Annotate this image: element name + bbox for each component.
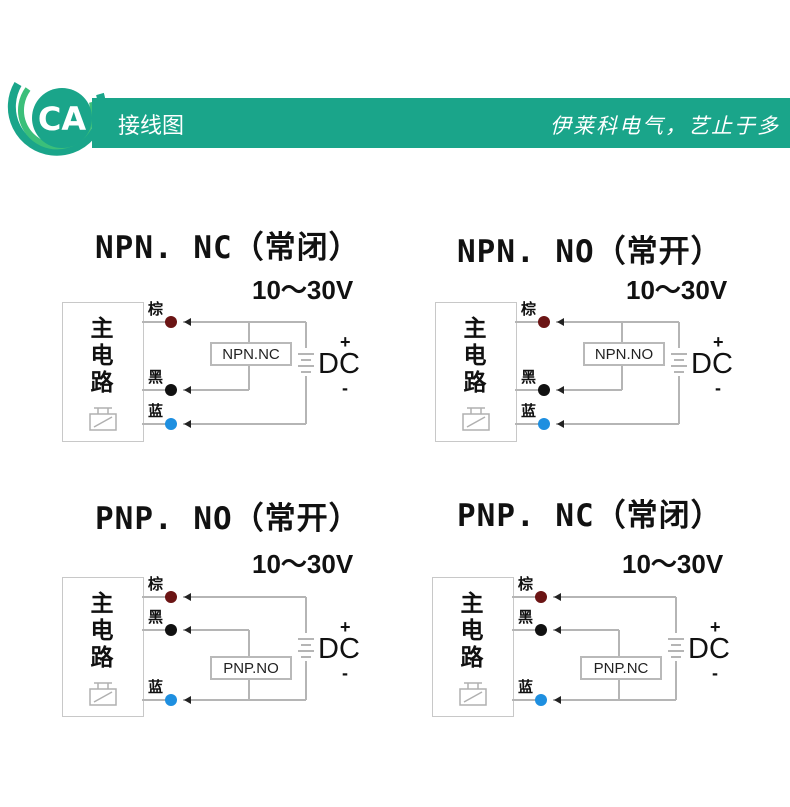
voltage-label: 10～30V (252, 549, 354, 579)
relay-coil-icon (466, 416, 486, 428)
main-circuit-box (432, 577, 514, 717)
wire-color-label: 蓝 (148, 678, 164, 696)
slogan: 伊莱科电气，艺止于多 (550, 114, 780, 138)
arrow-head (554, 593, 561, 601)
wire-color-label: 黑 (148, 608, 164, 626)
wire-color-label: 黑 (521, 368, 537, 386)
relay-coil-icon (89, 688, 117, 706)
sensor-output-box: NPN.NC (210, 342, 292, 366)
page-title: 接线图 (118, 114, 185, 139)
main-circuit-label-char: 主 (90, 591, 114, 617)
arrow-head (184, 626, 191, 634)
blue-terminal-dot (538, 418, 550, 430)
plus-sign: + (340, 332, 351, 352)
main-circuit-label-char: 主 (463, 316, 487, 342)
wire-color-label: 黑 (148, 368, 164, 386)
diagram-title: NPN. NO（常开） (457, 234, 723, 270)
minus-sign: - (342, 663, 348, 683)
minus-sign: - (342, 378, 348, 398)
plus-sign: + (710, 617, 721, 637)
main-circuit-label-char: 电 (463, 343, 487, 369)
relay-coil-icon (463, 691, 483, 703)
plus-sign: + (713, 332, 724, 352)
banner-bar (92, 98, 790, 148)
wire-color-label: 棕 (148, 575, 164, 593)
arrow-head (554, 626, 561, 634)
voltage-label: 10～30V (252, 275, 354, 305)
dc-label: DC (318, 633, 360, 665)
relay-coil-icon (459, 688, 487, 706)
main-circuit-label-char: 路 (90, 645, 114, 671)
sensor-output-box: NPN.NO (583, 342, 665, 366)
main-circuit-label-char: 路 (460, 645, 484, 671)
main-circuit-label-char: 主 (460, 591, 484, 617)
sensor-output-box: PNP.NO (210, 656, 292, 680)
black-terminal-dot (538, 384, 550, 396)
black-terminal-dot (165, 624, 177, 636)
arrow-head (557, 420, 564, 428)
main-circuit-label-char: 路 (90, 370, 114, 396)
blue-terminal-dot (165, 694, 177, 706)
arrow-head (184, 386, 191, 394)
relay-coil-icon (93, 691, 113, 703)
voltage-label: 10～30V (626, 275, 728, 305)
wire-color-label: 棕 (521, 300, 537, 318)
minus-sign: - (712, 663, 718, 683)
arrow-head (557, 318, 564, 326)
black-terminal-dot (535, 624, 547, 636)
relay-coil-icon (462, 413, 490, 431)
arrow-head (184, 420, 191, 428)
wire-color-label: 蓝 (148, 402, 164, 420)
arrow-head (184, 318, 191, 326)
diagram-title: PNP. NO（常开） (95, 501, 361, 537)
main-circuit-label-char: 电 (90, 618, 114, 644)
main-circuit-label-char: 路 (463, 370, 487, 396)
arrow-head (184, 696, 191, 704)
brown-terminal-dot (538, 316, 550, 328)
wire-color-label: 棕 (148, 300, 164, 318)
dc-label: DC (318, 348, 360, 380)
blue-terminal-dot (535, 694, 547, 706)
wire-color-label: 蓝 (518, 678, 534, 696)
header-banner: 接线图 伊莱科电气，艺止于多 (0, 98, 790, 148)
voltage-label: 10～30V (622, 549, 724, 579)
main-circuit-box (62, 302, 144, 442)
arrow-head (554, 696, 561, 704)
brown-terminal-dot (165, 591, 177, 603)
diagram-title: NPN. NC（常闭） (95, 230, 361, 266)
arrow-head (184, 593, 191, 601)
minus-sign: - (715, 378, 721, 398)
dc-label: DC (691, 348, 733, 380)
wire-color-label: 黑 (518, 608, 534, 626)
relay-coil-icon (89, 413, 117, 431)
svg-text:CA: CA (38, 100, 86, 138)
dc-label: DC (688, 633, 730, 665)
arrow-head (557, 386, 564, 394)
main-circuit-label-char: 电 (90, 343, 114, 369)
main-circuit-box (435, 302, 517, 442)
wire-color-label: 蓝 (521, 402, 537, 420)
black-terminal-dot (165, 384, 177, 396)
brown-terminal-dot (165, 316, 177, 328)
plus-sign: + (340, 617, 351, 637)
wire-color-label: 棕 (518, 575, 534, 593)
diagram-title: PNP. NC（常闭） (457, 498, 723, 534)
brown-terminal-dot (535, 591, 547, 603)
sensor-output-box: PNP.NC (580, 656, 662, 680)
blue-terminal-dot (165, 418, 177, 430)
main-circuit-label-char: 电 (460, 618, 484, 644)
relay-coil-icon (93, 416, 113, 428)
main-circuit-box (62, 577, 144, 717)
main-circuit-label-char: 主 (90, 316, 114, 342)
